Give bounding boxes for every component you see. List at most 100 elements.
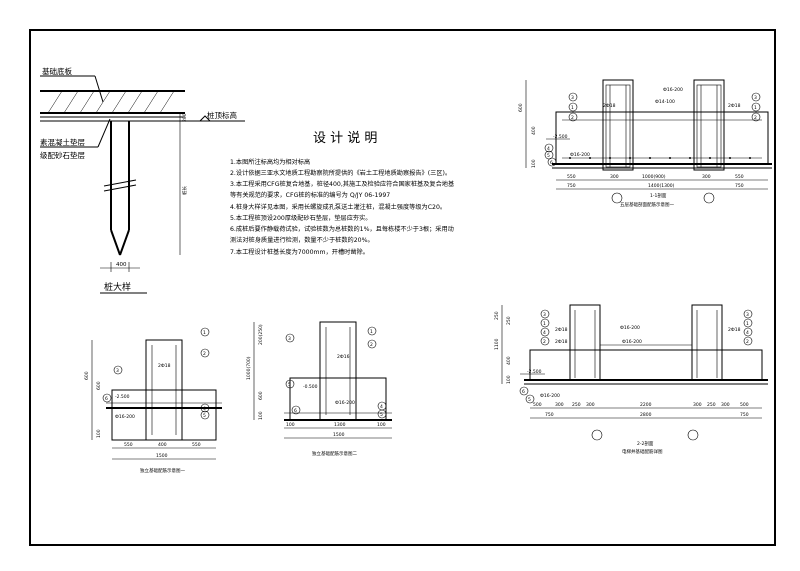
pile-length-label: 桩长 <box>181 186 188 195</box>
svg-text:2Ф18: 2Ф18 <box>555 339 568 345</box>
note-line: 4.桩身大样详见本图，采用长螺旋成孔泵送土灌注桩，混凝土强度等级为C20。 <box>230 203 446 211</box>
svg-text:6: 6 <box>105 396 108 402</box>
svg-text:2Ф18: 2Ф18 <box>728 103 741 109</box>
pile-detail-title: 桩大样 <box>104 281 131 293</box>
svg-text:750: 750 <box>735 183 744 189</box>
note-line: 6.成桩后要作静载荷试验，试验桩数为总桩数的1%，且每栋楼不少于3根；采用动 <box>230 225 454 233</box>
svg-text:五层基础剖面配筋示意图一: 五层基础剖面配筋示意图一 <box>620 201 674 208</box>
svg-text:2: 2 <box>543 339 546 345</box>
svg-text:250: 250 <box>494 311 500 320</box>
concrete-cushion-label: 素混凝土垫层 <box>40 137 85 147</box>
svg-text:1100: 1100 <box>494 338 500 350</box>
svg-text:600: 600 <box>518 103 524 112</box>
svg-text:2Ф18: 2Ф18 <box>158 363 171 369</box>
section-3: 2Ф18 Ф16-200 -2.500 600 600 100 1 3 2 6 … <box>84 327 222 474</box>
svg-text:2: 2 <box>571 115 574 121</box>
svg-text:3: 3 <box>116 368 119 374</box>
sheet-border <box>29 29 776 546</box>
svg-text:300: 300 <box>693 402 702 408</box>
svg-text:600: 600 <box>84 371 90 380</box>
svg-text:3: 3 <box>571 95 574 101</box>
elevation-3: -2.500 <box>115 394 130 400</box>
note-line: 7.本工程设计桩基长度为7000mm，开槽时凿除。 <box>230 248 369 256</box>
svg-text:1: 1 <box>203 330 206 336</box>
notes-title: 设 计 说 明 <box>313 131 377 146</box>
svg-text:3: 3 <box>754 95 757 101</box>
note-line: 5.本工程桩顶设200厚级配砂石垫层，垫层应夯实。 <box>230 214 371 222</box>
pile-top-label: 桩顶标高 <box>207 110 237 120</box>
svg-text:600: 600 <box>96 381 102 390</box>
callouts: 1 3 2 5 4 6 5 <box>285 326 387 419</box>
svg-text:100: 100 <box>286 422 295 428</box>
note-line: 等有关规范的要求，CFG桩的标准的编号为 Q/JY 06-1997 <box>230 191 390 199</box>
svg-text:1000(700): 1000(700) <box>246 356 252 380</box>
svg-text:5: 5 <box>547 153 550 159</box>
elevation-4: -0.500 <box>303 384 318 390</box>
svg-text:6: 6 <box>550 160 553 166</box>
svg-text:2: 2 <box>746 339 749 345</box>
svg-text:550: 550 <box>124 442 133 448</box>
svg-text:600: 600 <box>258 391 264 400</box>
slab-label: 基础底板 <box>42 66 72 76</box>
note-line: 2.设计依据三亚水文地质工程勘察院所提供的《岩土工程地质勘察报告》(三区)。 <box>230 169 451 177</box>
pile-detail: 基础底板 素混凝土垫层 级配砂石垫层 桩顶标高 200 桩长 400 桩大样 <box>40 66 245 294</box>
svg-text:5: 5 <box>380 412 383 418</box>
svg-text:6: 6 <box>522 389 525 395</box>
svg-text:100: 100 <box>506 375 512 384</box>
section-1-1: 2Ф18 Ф14-100 Ф16-200 2Ф18 Ф16-200 -2.500… <box>518 79 772 208</box>
svg-text:400: 400 <box>158 442 167 448</box>
svg-text:500: 500 <box>740 402 749 408</box>
callouts: 3 1 2 4 5 6 3 1 2 <box>544 92 761 167</box>
svg-text:电梯井基础配筋详图: 电梯井基础配筋详图 <box>622 448 663 455</box>
svg-text:1400(1300): 1400(1300) <box>648 183 675 189</box>
svg-text:1000(900): 1000(900) <box>642 174 666 180</box>
svg-text:2: 2 <box>203 351 206 357</box>
svg-text:4: 4 <box>380 404 383 410</box>
svg-text:300: 300 <box>586 402 595 408</box>
svg-text:3: 3 <box>543 312 546 318</box>
svg-text:Ф16-200: Ф16-200 <box>620 325 640 331</box>
note-line: 3.本工程采用CFG桩复合地基，桩径400,其施工及检验应符合国家桩基及复合地基 <box>230 180 454 188</box>
svg-text:300: 300 <box>702 174 711 180</box>
svg-text:2Ф16: 2Ф16 <box>337 354 350 360</box>
svg-text:750: 750 <box>567 183 576 189</box>
svg-text:5: 5 <box>288 382 291 388</box>
svg-text:550: 550 <box>567 174 576 180</box>
svg-text:2Ф18: 2Ф18 <box>603 103 616 109</box>
section-2-caption: 2-2剖面 <box>637 440 654 447</box>
svg-text:6: 6 <box>294 408 297 414</box>
svg-text:3: 3 <box>746 312 749 318</box>
svg-text:250: 250 <box>572 402 581 408</box>
svg-text:250: 250 <box>506 316 512 325</box>
note-line: 1.本图所注标高均为相对标高 <box>230 158 310 166</box>
svg-text:500: 500 <box>533 402 542 408</box>
elevation-1: -2.500 <box>553 134 568 140</box>
svg-text:5: 5 <box>203 413 206 419</box>
svg-text:Ф16-200: Ф16-200 <box>663 87 683 93</box>
svg-text:1: 1 <box>543 321 546 327</box>
svg-text:1: 1 <box>571 105 574 111</box>
svg-text:2: 2 <box>370 342 373 348</box>
svg-text:3: 3 <box>288 336 291 342</box>
design-notes: 设 计 说 明 1.本图所注标高均为相对标高 2.设计依据三亚水文地质工程勘察院… <box>230 131 454 256</box>
svg-text:1500: 1500 <box>333 432 345 438</box>
callouts: 1 3 2 6 4 5 <box>102 327 210 420</box>
svg-text:1: 1 <box>754 105 757 111</box>
svg-text:100: 100 <box>377 422 386 428</box>
pile-diameter: 400 <box>116 262 127 268</box>
svg-text:1300: 1300 <box>334 422 346 428</box>
svg-text:4: 4 <box>547 146 550 152</box>
svg-text:100: 100 <box>258 411 264 420</box>
svg-text:独立基础配筋示意图一: 独立基础配筋示意图一 <box>140 467 185 474</box>
svg-text:300: 300 <box>555 402 564 408</box>
svg-text:750: 750 <box>545 412 554 418</box>
section-4: 2Ф16 Ф16-200 -0.500 200(250) 1000(700) 6… <box>246 321 392 457</box>
callouts: 3 1 4 2 6 5 3 1 4 2 <box>519 309 753 404</box>
svg-text:4: 4 <box>543 330 546 336</box>
svg-text:Ф14-100: Ф14-100 <box>655 99 675 105</box>
svg-text:Ф16-200: Ф16-200 <box>540 393 560 399</box>
svg-text:400: 400 <box>531 126 537 135</box>
section-2-2: Ф16-200 Ф16-200 2Ф18 2Ф18 2Ф18 Ф16-200 -… <box>494 304 768 455</box>
svg-text:550: 550 <box>192 442 201 448</box>
